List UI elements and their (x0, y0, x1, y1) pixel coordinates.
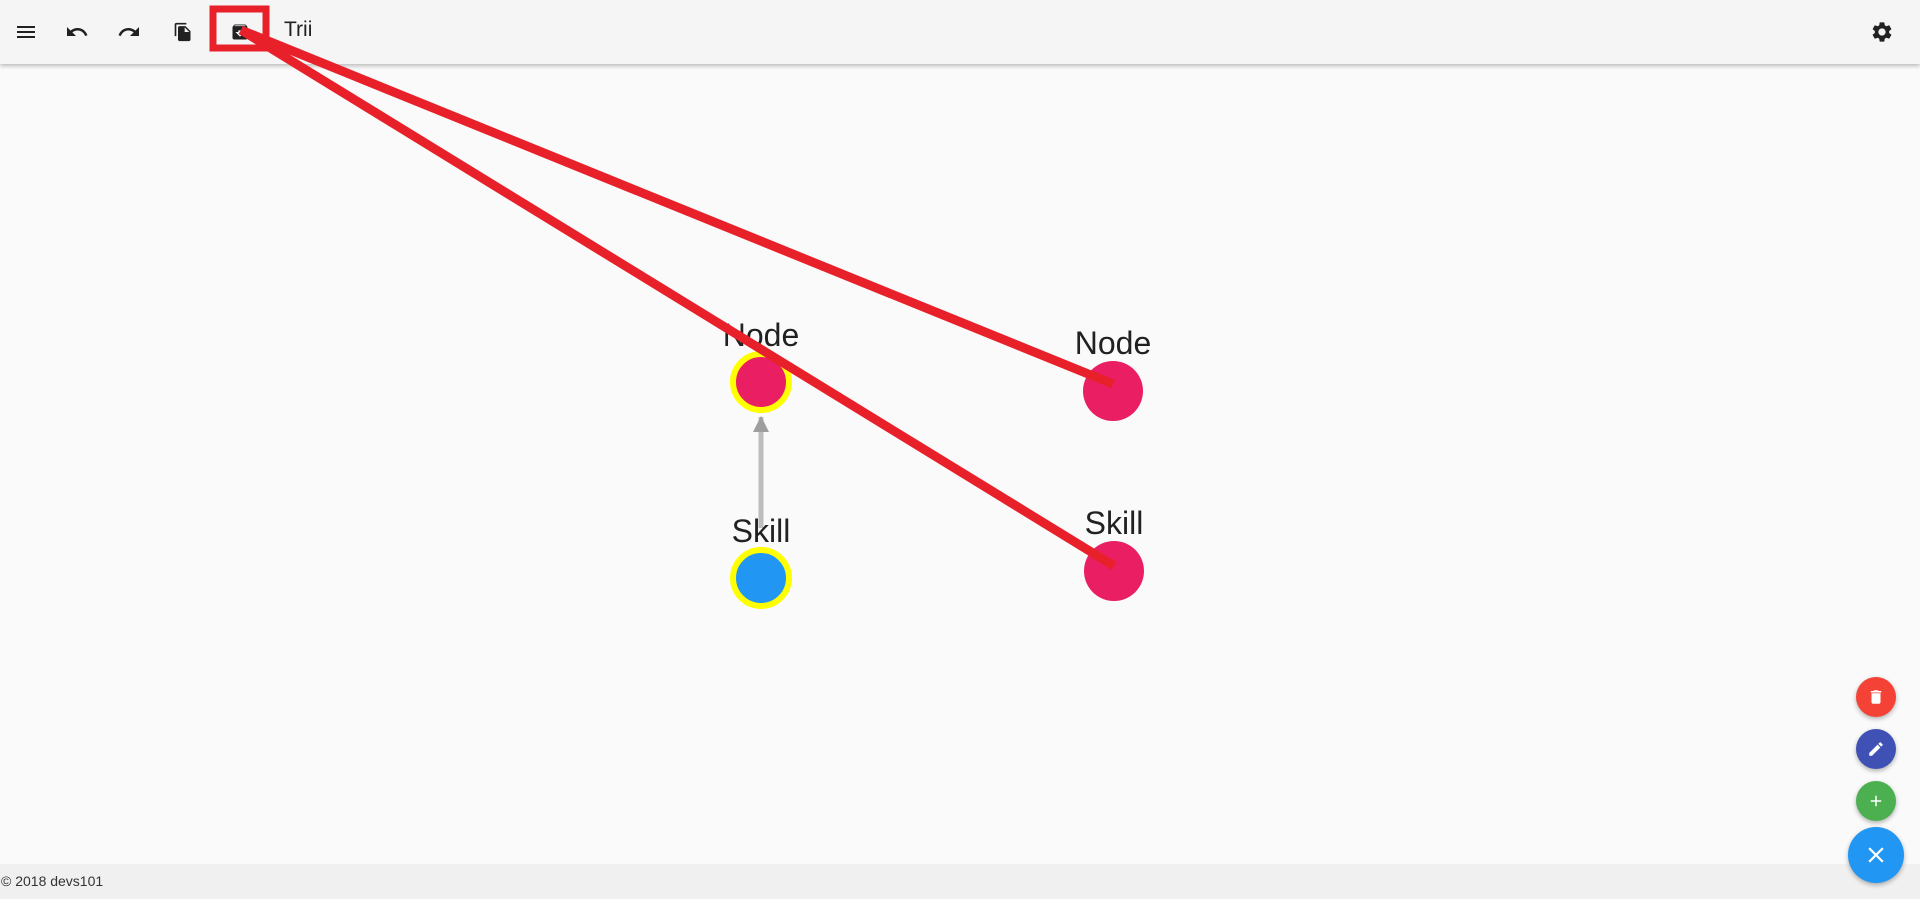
redo-button[interactable] (109, 12, 149, 52)
close-fab[interactable] (1848, 827, 1904, 883)
menu-button[interactable] (6, 12, 46, 52)
graph-node[interactable]: Node (1075, 325, 1152, 421)
app-title: Trii (284, 18, 313, 41)
undo-button[interactable] (57, 12, 97, 52)
plus-icon (1870, 795, 1882, 807)
redo-icon (118, 27, 139, 36)
copy-button[interactable] (163, 12, 203, 52)
graph-node[interactable]: Node (723, 317, 800, 413)
archive-button[interactable] (220, 12, 260, 52)
undo-icon (67, 27, 88, 36)
node-circle[interactable] (730, 547, 792, 609)
copyright-text: © 2018 devs101 (1, 873, 104, 889)
graph-node[interactable]: Skill (730, 513, 792, 609)
gear-icon (1872, 22, 1892, 42)
pencil-icon (1869, 742, 1883, 756)
node-label: Node (1075, 325, 1152, 361)
graph-canvas[interactable]: Node Node Skill Skill (0, 64, 1920, 864)
app-toolbar: Trii (0, 0, 1920, 64)
node-label: Skill (1085, 505, 1144, 541)
graph-node[interactable]: Skill (1084, 505, 1144, 601)
add-fab[interactable] (1856, 781, 1896, 821)
edge-arrowhead (753, 416, 769, 432)
trash-icon (1870, 690, 1882, 704)
delete-fab[interactable] (1856, 677, 1896, 717)
menu-icon (17, 26, 35, 38)
copy-icon (174, 22, 191, 42)
node-circle[interactable] (1084, 541, 1144, 601)
settings-button[interactable] (1862, 12, 1902, 52)
node-label: Node (723, 317, 800, 353)
edit-fab[interactable] (1856, 729, 1896, 769)
node-circle[interactable] (730, 351, 792, 413)
close-icon (1868, 847, 1884, 863)
archive-icon (232, 24, 248, 40)
node-label: Skill (732, 513, 791, 549)
app-footer: © 2018 devs101 (0, 864, 1920, 899)
node-circle[interactable] (1083, 361, 1143, 421)
